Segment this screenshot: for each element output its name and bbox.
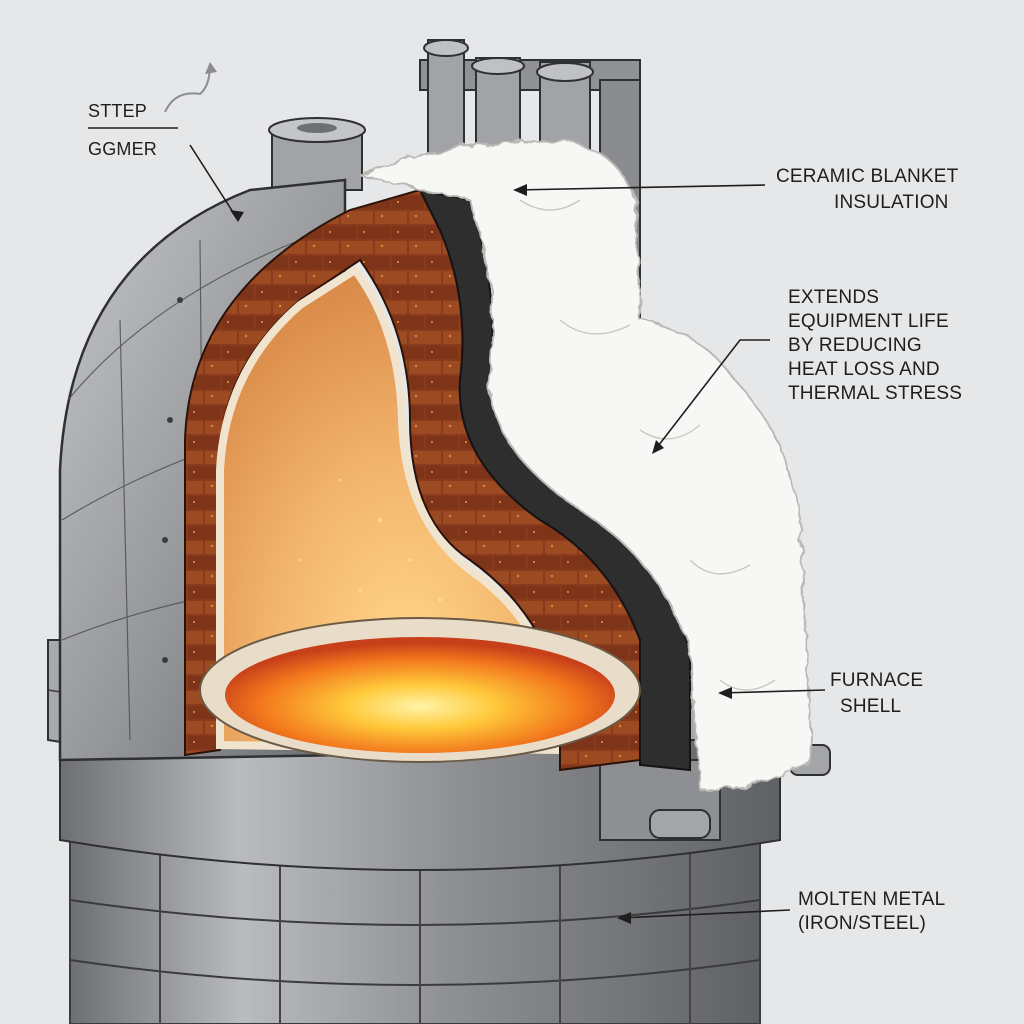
- label-step-gomer: STTEP GGMER: [88, 101, 158, 159]
- label-furnace-shell: FURNACE SHELL: [830, 670, 924, 717]
- label-extends-life: EXTENDS EQUIPMENT LIFE BY REDUCING HEAT …: [788, 287, 963, 404]
- label-ceramic-blanket: CERAMIC BLANKET INSULATION: [776, 166, 959, 213]
- leader-molten-metal: [619, 909, 791, 919]
- molten-metal-pool: [199, 617, 641, 763]
- leader-ceramic-blanket: [514, 184, 766, 191]
- label-molten-metal: MOLTEN METAL (IRON/STEEL): [798, 889, 946, 934]
- leader-step-gomer: [189, 144, 239, 221]
- squiggle-arrow: [164, 63, 211, 113]
- leader-lines: [88, 62, 826, 924]
- leader-extends-life: [654, 339, 770, 451]
- leader-furnace-shell: [719, 689, 826, 694]
- ceramic-blanket-insulation: [356, 138, 814, 792]
